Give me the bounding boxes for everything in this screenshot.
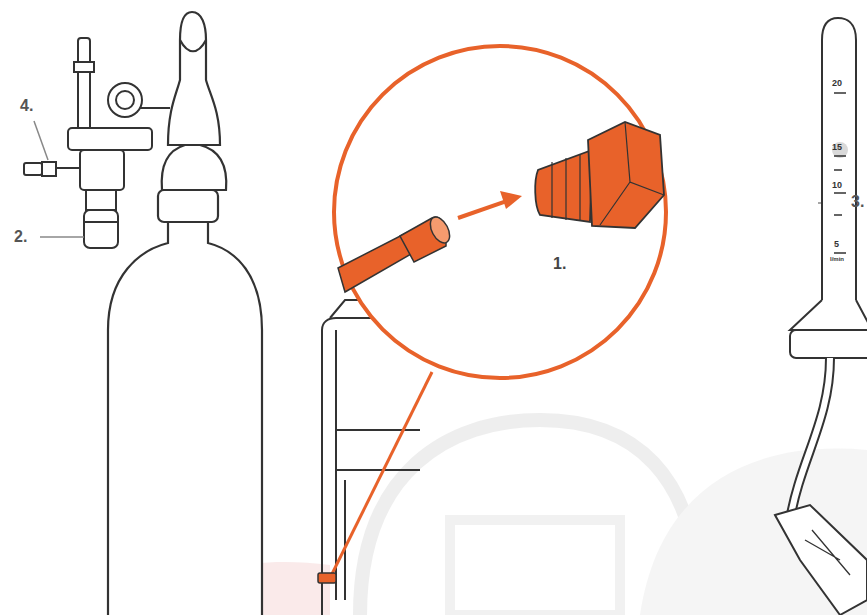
torch-hose	[790, 358, 830, 520]
regulator-block	[80, 150, 124, 190]
knob-line	[84, 221, 118, 223]
gauge-face	[116, 91, 134, 109]
regulator-stem	[140, 107, 170, 109]
tube-clamp	[74, 62, 94, 72]
cylinder-valve	[162, 145, 227, 190]
callout-number: 4.	[20, 98, 33, 114]
scale-unit: l/min	[830, 256, 844, 262]
scale-ticks	[834, 93, 846, 253]
watermark-visor	[450, 520, 620, 615]
valve-detail	[180, 40, 206, 51]
leader-line	[40, 236, 84, 238]
knob-stem	[86, 190, 116, 210]
detail-callout	[318, 46, 666, 583]
machine-gas-inlet	[318, 573, 336, 583]
pressure-gauge	[108, 83, 142, 117]
scale-number: 5	[834, 240, 839, 249]
hex-fitting	[588, 122, 664, 228]
callout-number: 3.	[851, 194, 864, 210]
nut-opening	[426, 214, 453, 246]
machine-detail	[336, 330, 420, 600]
gas-cylinder	[108, 12, 262, 615]
cylinder-body	[108, 222, 262, 615]
watermark	[160, 420, 867, 615]
adjust-knob	[84, 210, 118, 248]
welding-torch	[775, 505, 867, 615]
thread-barb	[535, 150, 592, 222]
watermark-shape	[640, 449, 867, 615]
cylinder-collar	[158, 190, 218, 222]
regulator-body	[68, 128, 152, 150]
flowmeter	[775, 18, 867, 615]
flowmeter-cone	[790, 300, 867, 330]
scale-number: 10	[832, 181, 842, 190]
hex-edges	[600, 122, 664, 225]
flowmeter-base	[790, 330, 867, 358]
flow-tube	[78, 38, 90, 130]
arrow-head	[500, 191, 522, 209]
leader-line	[34, 121, 48, 160]
valve-guard	[168, 12, 220, 145]
torch-hose-inner	[790, 358, 830, 520]
scale-number: 20	[832, 79, 842, 88]
flow-tube	[822, 18, 856, 300]
machine-outline	[322, 318, 420, 615]
callout-number: 2.	[14, 229, 27, 245]
scale-number: 15	[832, 143, 842, 152]
thread-lines	[552, 155, 580, 221]
outlet-fitting	[42, 162, 56, 176]
regulator	[24, 38, 170, 248]
callout-leader	[330, 372, 432, 578]
outlet-nut	[24, 163, 42, 175]
torch-detail	[805, 530, 850, 575]
callout-number: 1.	[553, 256, 566, 272]
callout-circle	[334, 46, 666, 378]
direction-arrow	[458, 200, 510, 218]
